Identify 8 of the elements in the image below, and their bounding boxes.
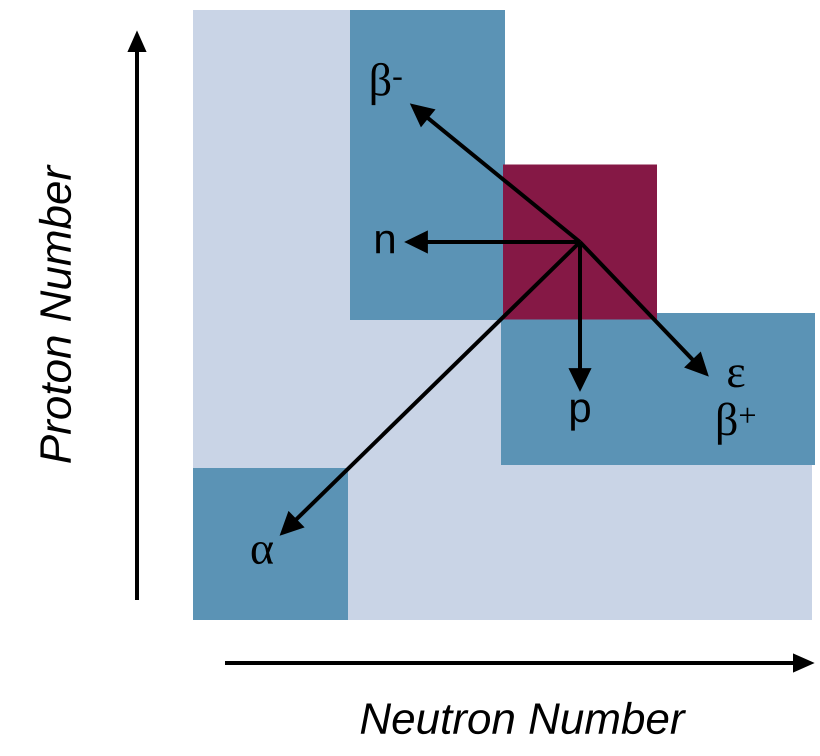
decay-label: β$^{-}$ [372,62,402,106]
parent-nucleus-box [503,164,657,320]
decay-label: p [571,399,590,431]
axis-title: Proton Number [38,164,72,463]
decay-label: α [252,542,274,564]
axis-title: Neutron Number [360,702,686,734]
decay-label: ε β$^{+}$ [718,365,755,445]
decay-label: n [376,230,394,254]
